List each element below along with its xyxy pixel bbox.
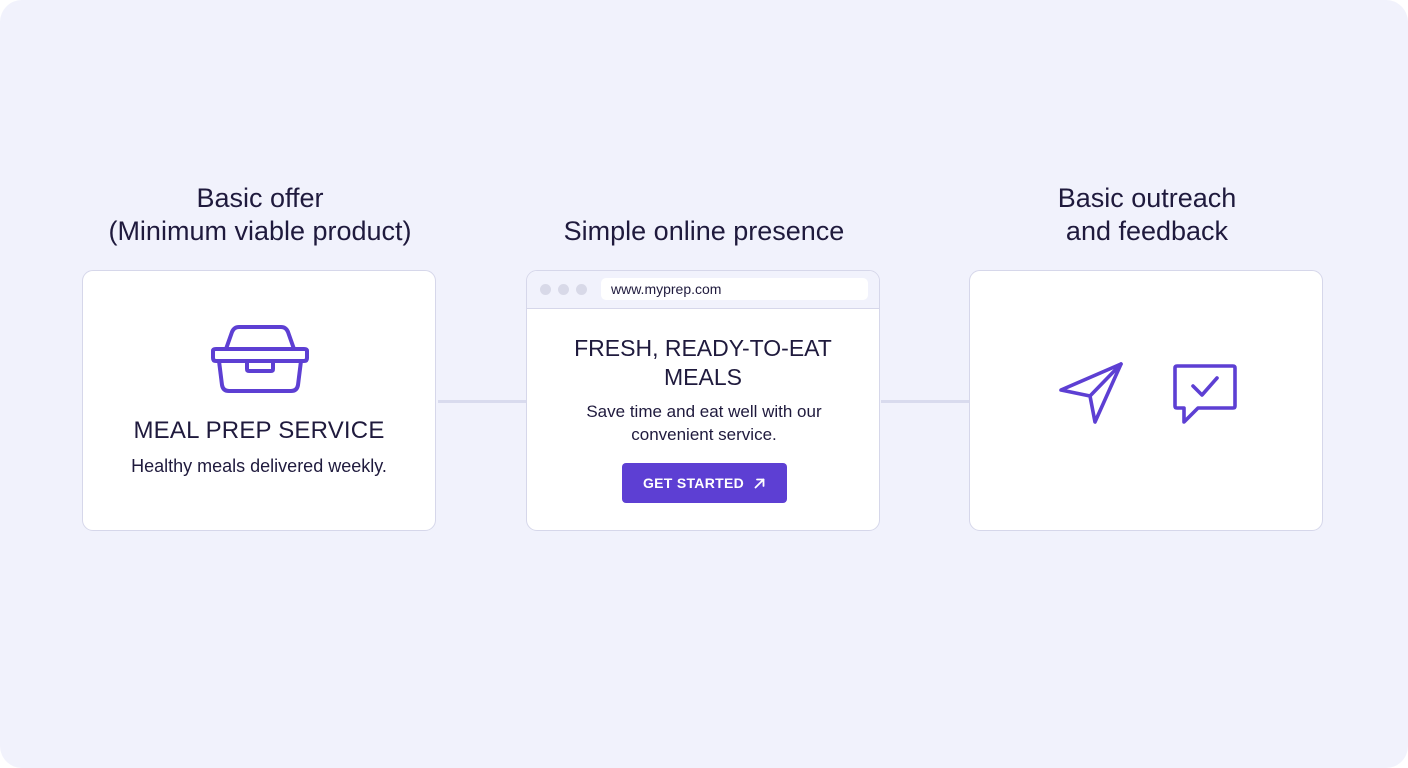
heading-line: Simple online presence (563, 216, 845, 246)
offer-title: MEAL PREP SERVICE (133, 417, 385, 444)
headline-line: MEALS (664, 364, 742, 390)
heading-line: Basic offer (196, 183, 324, 213)
heading-line: and feedback (1065, 216, 1229, 246)
takeout-box-icon (211, 325, 309, 393)
heading-line: Basic outreach (1057, 183, 1237, 213)
website-mockup-card: www.myprep.com FRESH, READY-TO-EAT MEALS… (526, 270, 880, 531)
connector-line (438, 400, 527, 403)
heading-online-presence: Simple online presence (494, 215, 914, 248)
heading-line: (Minimum viable product) (108, 216, 412, 246)
offer-subtitle: Healthy meals delivered weekly. (131, 456, 387, 476)
copy-line: convenient service. (631, 425, 777, 444)
chat-check-icon (1173, 364, 1237, 424)
get-started-button[interactable]: GET STARTED (622, 463, 787, 503)
window-dot (540, 284, 551, 295)
website-copy: Save time and eat well with our convenie… (547, 400, 861, 446)
copy-line: Save time and eat well with our (586, 402, 822, 421)
heading-outreach-feedback: Basic outreach and feedback (937, 182, 1357, 248)
window-dot (576, 284, 587, 295)
heading-basic-offer: Basic offer (Minimum viable product) (50, 182, 470, 248)
connector-line (881, 400, 970, 403)
offer-card: MEAL PREP SERVICE Healthy meals delivere… (82, 270, 436, 531)
arrow-up-right-icon (754, 478, 765, 488)
window-dot (558, 284, 569, 295)
headline-line: FRESH, READY-TO-EAT (574, 335, 832, 361)
outreach-card (969, 270, 1323, 531)
browser-toolbar: www.myprep.com (527, 271, 879, 309)
paper-plane-icon (1059, 362, 1123, 424)
get-started-label: GET STARTED (642, 475, 745, 491)
address-bar[interactable]: www.myprep.com (601, 278, 868, 300)
website-headline: FRESH, READY-TO-EAT MEALS (527, 334, 879, 392)
